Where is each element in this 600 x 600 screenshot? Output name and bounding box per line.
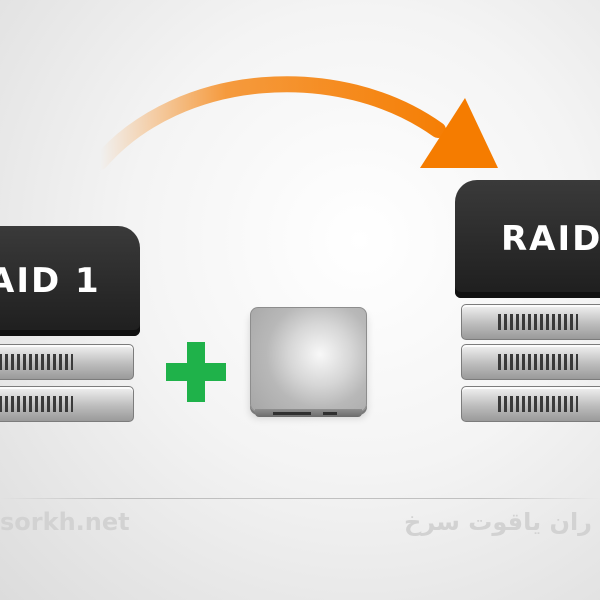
server-label: AID 1: [0, 261, 101, 301]
drive-bay: [0, 344, 134, 380]
footer-divider: [0, 498, 600, 499]
ssd-connector: [323, 412, 337, 415]
server-top: RAID: [455, 180, 600, 298]
vent-grill: [0, 354, 73, 370]
raid1-server: AID 1: [0, 226, 140, 426]
plus-bar-vertical: [187, 342, 205, 402]
ssd-icon: [250, 307, 367, 417]
server-label: RAID: [501, 219, 600, 259]
raid-server: RAID: [455, 180, 600, 425]
drive-bay: [0, 386, 134, 422]
ssd-connector: [273, 412, 311, 415]
drive-bay: [461, 344, 600, 380]
drive-bay: [461, 304, 600, 340]
plus-icon: [166, 342, 226, 402]
brand-watermark: ران یاقوت سرخ: [404, 508, 592, 536]
arrow-body: [92, 76, 446, 170]
arrow-head: [420, 98, 498, 168]
site-watermark: sorkh.net: [0, 508, 130, 536]
vent-grill: [498, 354, 578, 370]
vent-grill: [0, 396, 73, 412]
server-top: AID 1: [0, 226, 140, 336]
vent-grill: [498, 396, 578, 412]
drive-bay: [461, 386, 600, 422]
vent-grill: [498, 314, 578, 330]
